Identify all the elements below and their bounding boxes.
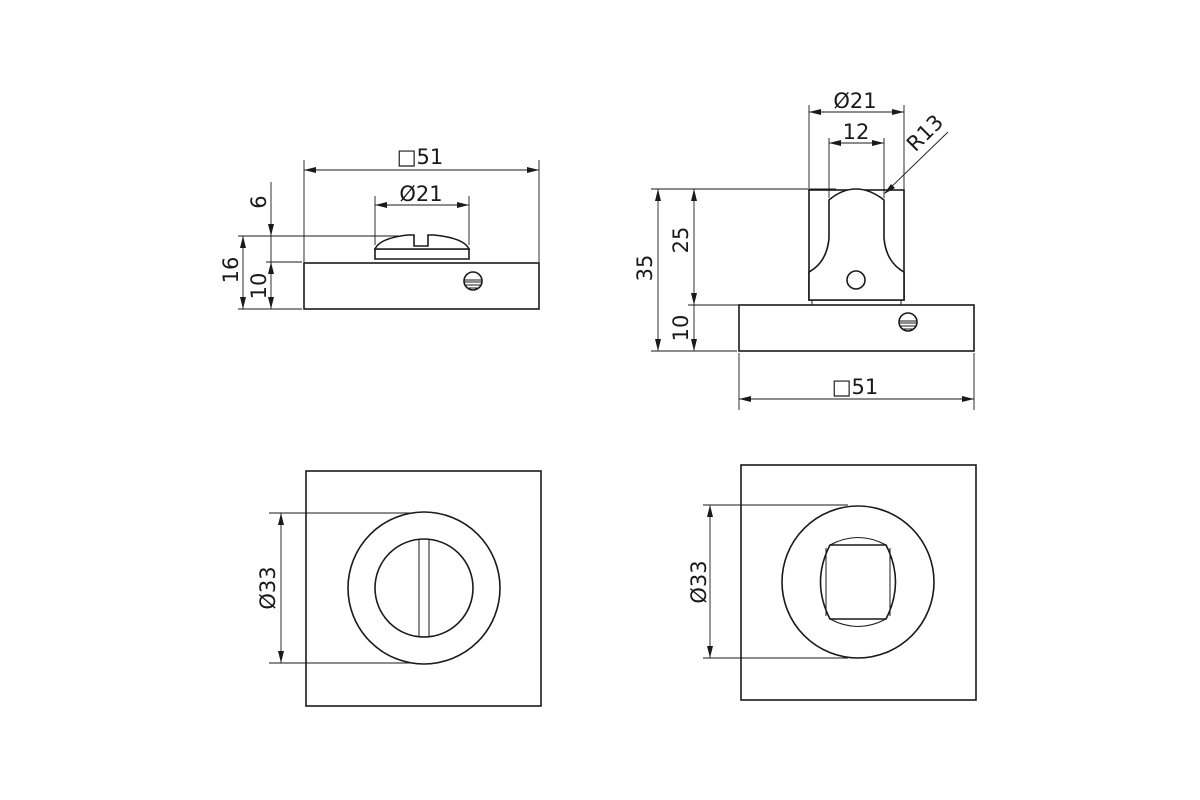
side-view-low: □51 Ø21 16 6 10 xyxy=(219,145,540,310)
radius-label: R13 xyxy=(902,110,948,156)
width-label: □51 xyxy=(832,375,879,399)
base-height-label: 10 xyxy=(247,273,271,300)
screw-icon xyxy=(463,271,483,291)
front-view-knob: Ø33 xyxy=(687,464,977,701)
base-plate xyxy=(738,304,975,352)
knob-width-label: 12 xyxy=(843,120,870,144)
thumbturn-disc xyxy=(374,538,474,638)
thumbturn-profile xyxy=(374,248,470,260)
thumbturn-height-label: 6 xyxy=(247,195,271,208)
width-label: □51 xyxy=(397,145,444,169)
total-height-label: 35 xyxy=(633,255,657,282)
ring-diameter-label: Ø33 xyxy=(256,566,280,609)
knob-body xyxy=(819,544,897,620)
knob-height-label: 25 xyxy=(669,227,693,254)
pin-hole xyxy=(846,270,866,290)
thumbturn-head xyxy=(373,234,471,250)
rose-diameter-label: Ø21 xyxy=(399,182,442,206)
base-height-label: 10 xyxy=(669,315,693,342)
ring-diameter-label: Ø33 xyxy=(687,560,711,603)
front-view-slot: Ø33 xyxy=(256,470,542,707)
side-view-tall: Ø21 12 R13 35 25 10 xyxy=(633,89,975,410)
total-height-label: 16 xyxy=(219,257,243,284)
base-plate xyxy=(303,262,540,310)
knob-profile xyxy=(808,188,905,301)
screw-icon xyxy=(898,312,918,332)
rose-diameter-label: Ø21 xyxy=(833,89,876,113)
